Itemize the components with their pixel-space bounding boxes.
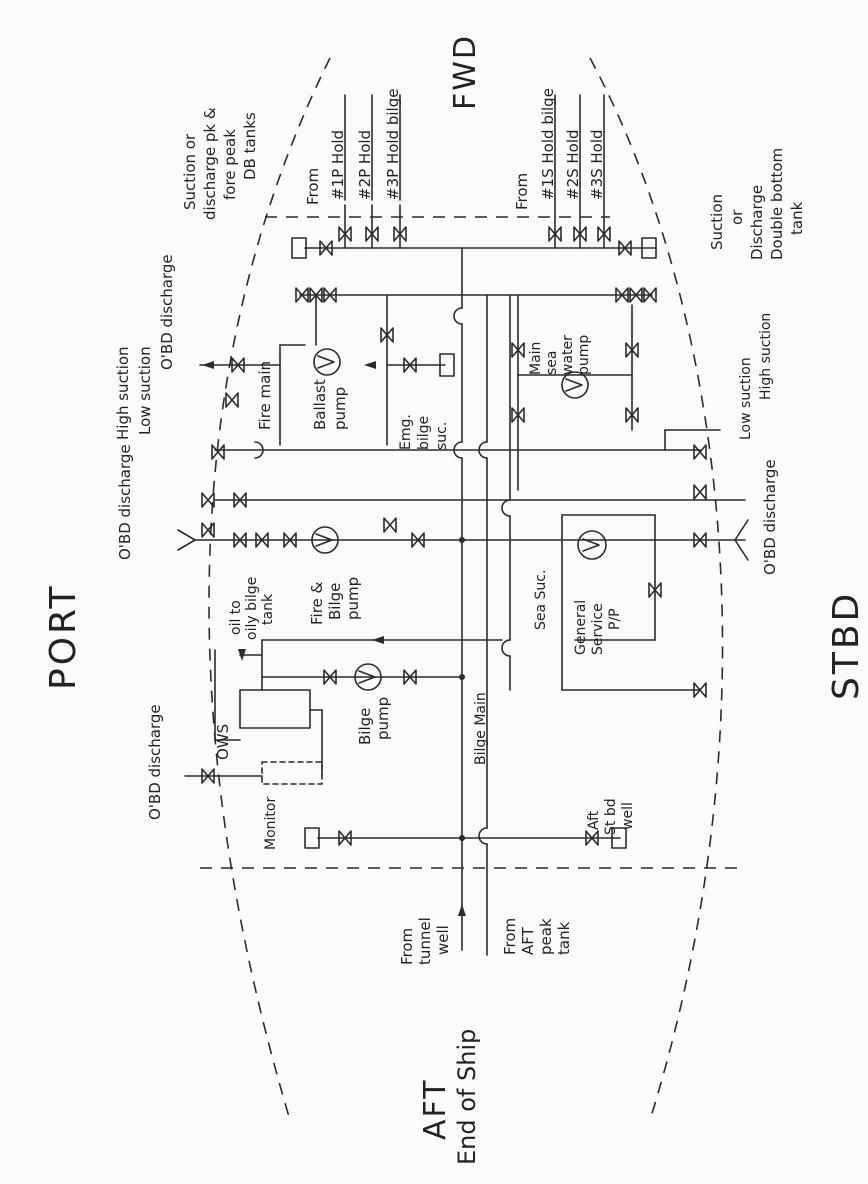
svg-text:Fire main: Fire main — [256, 361, 274, 430]
svg-text:High suction: High suction — [758, 313, 774, 400]
svg-text:P/P: P/P — [607, 608, 623, 630]
svg-text:suc.: suc. — [434, 422, 450, 450]
label-port: PORT — [43, 584, 84, 690]
svg-text:O'BD discharge: O'BD discharge — [116, 444, 134, 560]
svg-text:DB tanks: DB tanks — [241, 112, 259, 180]
svg-text:fore peak: fore peak — [221, 129, 239, 200]
svg-text:#3S Hold: #3S Hold — [588, 129, 606, 200]
vertical-mains — [453, 247, 511, 956]
ship-outline — [200, 57, 745, 1121]
svg-text:Low suction: Low suction — [738, 357, 754, 440]
svg-text:tank: tank — [260, 593, 276, 625]
svg-text:bilge: bilge — [416, 416, 432, 450]
svg-text:#1P Hold: #1P Hold — [329, 130, 347, 200]
svg-text:#2P Hold: #2P Hold — [356, 130, 374, 200]
svg-text:Sea Suc.: Sea Suc. — [533, 570, 549, 630]
top-header — [291, 94, 657, 303]
svg-text:Low suction: Low suction — [136, 346, 154, 435]
svg-text:tunnel: tunnel — [416, 917, 434, 965]
svg-text:Discharge: Discharge — [748, 185, 766, 260]
svg-text:tank: tank — [555, 921, 573, 955]
svg-text:Ballast: Ballast — [311, 379, 329, 430]
svg-text:AFT: AFT — [519, 926, 537, 955]
svg-text:Double bottom: Double bottom — [768, 148, 786, 260]
svg-text:well: well — [620, 802, 636, 830]
svg-text:#1S Hold bilge: #1S Hold bilge — [539, 88, 557, 200]
svg-text:pump: pump — [576, 335, 592, 375]
svg-text:General: General — [573, 600, 589, 655]
ballast-pump-circuit — [199, 294, 707, 460]
svg-text:From: From — [304, 168, 322, 205]
svg-text:Service: Service — [590, 603, 606, 655]
svg-text:#3P Hold bilge: #3P Hold bilge — [384, 89, 402, 200]
svg-text:Bilge: Bilge — [356, 708, 374, 745]
svg-text:Monitor: Monitor — [263, 797, 279, 850]
svg-text:oil to: oil to — [228, 600, 244, 635]
svg-text:#2S Hold: #2S Hold — [564, 129, 582, 200]
label-stbd: STBD — [826, 591, 867, 700]
svg-text:From: From — [501, 918, 519, 955]
svg-text:O'BD discharge: O'BD discharge — [158, 254, 176, 370]
svg-text:Aft: Aft — [586, 810, 602, 830]
svg-text:water: water — [560, 335, 576, 375]
svg-text:discharge pk &: discharge pk & — [201, 107, 219, 220]
label-aft-sub: End of Ship — [453, 1029, 481, 1165]
svg-text:O'BD discharge: O'BD discharge — [146, 704, 164, 820]
fire-bilge-pump-circuit — [177, 484, 749, 691]
label-aft: AFT — [418, 1078, 453, 1140]
svg-text:or: or — [728, 209, 746, 225]
svg-text:Suction or: Suction or — [181, 133, 199, 210]
svg-text:oily bilge: oily bilge — [244, 577, 260, 640]
bilge-pump-ows-circuit — [184, 636, 707, 785]
svg-text:peak: peak — [537, 918, 555, 955]
svg-text:Bilge: Bilge — [326, 583, 344, 620]
svg-text:pump: pump — [374, 697, 392, 740]
svg-text:Main: Main — [528, 342, 544, 375]
main-sea-water-pump-circuit — [511, 294, 721, 491]
svg-text:St bd: St bd — [603, 798, 619, 835]
svg-text:tank: tank — [788, 201, 806, 235]
svg-text:High suction: High suction — [114, 346, 132, 440]
svg-text:pump: pump — [331, 387, 349, 430]
svg-text:O'BD discharge: O'BD discharge — [761, 459, 779, 575]
diagram-labels: FWD PORT STBD AFT End of Ship From #1P H… — [43, 34, 867, 1165]
svg-text:From: From — [398, 928, 416, 965]
label-fwd: FWD — [448, 34, 483, 110]
svg-text:Fire &: Fire & — [308, 581, 326, 625]
svg-text:Suction: Suction — [708, 194, 726, 250]
svg-text:Emg.: Emg. — [398, 414, 414, 450]
svg-text:Bilge Main: Bilge Main — [473, 692, 489, 765]
aft-crossover — [304, 827, 627, 849]
svg-text:sea: sea — [544, 351, 560, 376]
svg-text:pump: pump — [344, 577, 362, 620]
svg-text:OWS: OWS — [214, 724, 232, 760]
svg-text:From: From — [513, 173, 531, 210]
svg-text:well: well — [434, 925, 452, 955]
